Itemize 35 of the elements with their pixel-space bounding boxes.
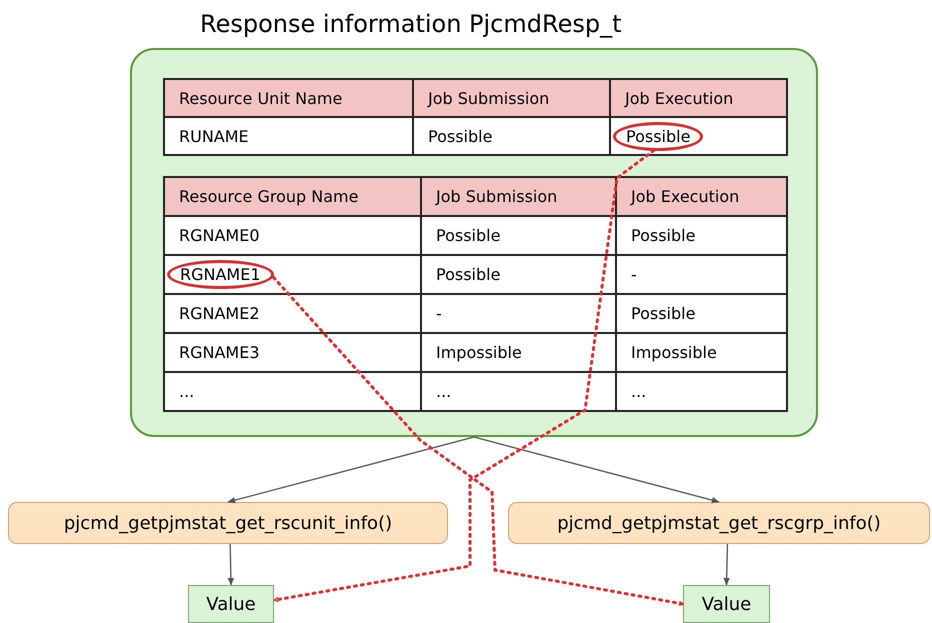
value-box: Value	[188, 585, 274, 623]
dotted-arrow	[272, 276, 684, 606]
table-cell: Possible	[616, 294, 787, 333]
table-cell: RGNAME0	[164, 216, 421, 255]
table-cell: ...	[616, 372, 787, 411]
highlight-ellipse: RGNAME1	[167, 260, 274, 289]
column-header: Job Execution	[610, 79, 787, 117]
table-cell: -	[616, 255, 787, 294]
value-box: Value	[683, 585, 770, 623]
column-header: Resource Group Name	[164, 177, 421, 216]
table-cell: Possible	[616, 216, 787, 255]
column-header: Resource Unit Name	[164, 79, 413, 117]
arrow	[227, 436, 474, 504]
dotted-arrow	[272, 149, 656, 602]
table-cell: Impossible	[421, 333, 616, 372]
table-cell: RGNAME3	[164, 333, 421, 372]
table-cell: Possible	[421, 216, 616, 255]
table-cell: ...	[421, 372, 616, 411]
table-cell: RUNAME	[164, 117, 413, 155]
panel-title: Response information PjcmdResp_t	[200, 10, 622, 38]
function-box: pjcmd_getpjmstat_get_rscunit_info()	[8, 502, 448, 544]
function-box: pjcmd_getpjmstat_get_rscgrp_info()	[508, 502, 930, 544]
table-cell: -	[421, 294, 616, 333]
table-cell: RGNAME2	[164, 294, 421, 333]
arrow	[723, 544, 730, 586]
table-cell: Impossible	[616, 333, 787, 372]
column-header: Job Submission	[413, 79, 610, 117]
table-cell: Possible	[413, 117, 610, 155]
arrow	[228, 544, 234, 586]
table-cell: Possible	[421, 255, 616, 294]
arrow	[474, 436, 720, 504]
column-header: Job Submission	[421, 177, 616, 216]
column-header: Job Execution	[616, 177, 787, 216]
table-cell: ...	[164, 372, 421, 411]
highlight-ellipse: Possible	[613, 122, 704, 150]
